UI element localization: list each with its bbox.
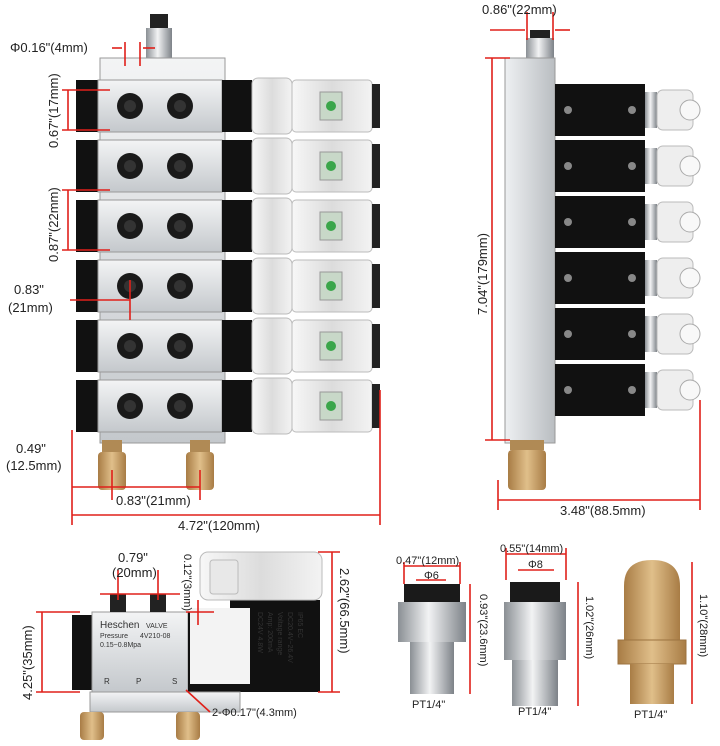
total-width-label: 4.72"(120mm) xyxy=(178,518,260,533)
valve-body xyxy=(91,611,189,693)
muffler-offset-mm-label: (12.5mm) xyxy=(6,458,62,473)
fitting2-dia: 0.55"(14mm) xyxy=(500,543,563,555)
fitting1-height: 0.93"(23.6mm) xyxy=(477,594,489,666)
valve-unit xyxy=(76,137,380,195)
valve-port-spacing-in: 0.79" xyxy=(118,550,148,565)
single-valve-view: Heschen VALVE Pressure 4V210-08 0.15~0.8… xyxy=(20,550,352,740)
manifold-side-view: 0.86"(22mm) 7.04"(179mm) 3.48"(88.5mm) xyxy=(475,2,701,518)
side-valve-unit xyxy=(555,84,701,136)
side-height-label: 7.04"(179mm) xyxy=(475,233,490,315)
side-top-label: 0.86"(22mm) xyxy=(482,2,557,17)
valve-word: VALVE xyxy=(146,623,168,630)
muffler-spacing-label: 0.83"(21mm) xyxy=(116,493,191,508)
mufflers xyxy=(98,440,214,490)
port-mark-p: P xyxy=(136,677,141,686)
muffler-offset-in-label: 0.49" xyxy=(16,441,46,456)
coil-line-3: Voltage range xyxy=(276,612,283,655)
side-valve-unit xyxy=(555,252,701,304)
valve-height2-label: 2.62"(66.5mm) xyxy=(337,568,352,654)
valve-stack xyxy=(76,77,380,435)
brass-muffler: 1.10"(28mm) PT1/4" xyxy=(617,560,709,721)
valve-unit xyxy=(76,377,380,435)
muffler-height: 1.10"(28mm) xyxy=(697,594,709,657)
side-depth-label: 3.48"(88.5mm) xyxy=(560,503,646,518)
valve-unit xyxy=(76,257,380,315)
fitting-6mm: 0.47"(12mm) Φ6 0.93"(23.6mm) PT1/4" xyxy=(396,555,489,711)
valve-pitch-label: 0.87"(22mm) xyxy=(46,187,61,262)
side-manifold-body xyxy=(504,57,556,444)
fitting2-height: 1.02"(26mm) xyxy=(583,596,595,659)
valve-unit xyxy=(76,317,380,375)
valve-unit xyxy=(76,77,380,135)
valve-brand: Heschen xyxy=(100,620,139,631)
fitting1-tube: Φ6 xyxy=(424,570,439,582)
valve-small-dim: 0.12"(3mm) xyxy=(181,554,193,611)
manifold-front-view: Φ0.16"(4mm) 0.67"(17mm) 0.87"(22mm) 0.83… xyxy=(6,14,381,533)
valve-width-label: 4.25"(35mm) xyxy=(20,625,35,700)
side-valve-unit xyxy=(555,308,701,360)
fitting1-thread: PT1/4" xyxy=(412,699,445,711)
port-diameter-label: Φ0.16"(4mm) xyxy=(10,40,88,55)
front-dimension-lines xyxy=(62,42,381,525)
top-push-fitting xyxy=(150,14,168,28)
port-mark-s: S xyxy=(172,677,177,686)
valve-pressure: 0.15~0.8Mpa xyxy=(100,642,141,649)
valve-pressure-label: Pressure xyxy=(100,633,128,640)
port-spacing-mm-label: (21mm) xyxy=(8,300,53,315)
side-valve-unit xyxy=(555,364,701,416)
port-spacing-in-label: 0.83" xyxy=(14,282,44,297)
coil-line-2: Amp: 200mA xyxy=(266,612,273,653)
coil-line-5: IP65 EC xyxy=(296,612,303,638)
coil-label-plate xyxy=(190,608,250,684)
coil-line-1: DC24V 4.8W xyxy=(256,612,263,653)
valve-mount-holes: 2-Φ0.17"(4.3mm) xyxy=(212,707,297,719)
valve-unit xyxy=(76,197,380,255)
fitting2-thread: PT1/4" xyxy=(518,706,551,718)
fitting2-tube: Φ8 xyxy=(528,559,543,571)
side-valve-unit xyxy=(555,140,701,192)
coil-line-4: DC20.4V~26.4V xyxy=(286,612,293,663)
valve-model: 4V210-08 xyxy=(140,633,170,640)
valve-port-spacing-mm: (20mm) xyxy=(112,565,157,580)
fitting1-dia: 0.47"(12mm) xyxy=(396,555,459,567)
valve-height-label: 0.67"(17mm) xyxy=(46,73,61,148)
port-mark-r: R xyxy=(104,677,110,686)
fitting-8mm: 0.55"(14mm) Φ8 1.02"(26mm) PT1/4" xyxy=(500,543,595,718)
muffler-thread: PT1/4" xyxy=(634,709,667,721)
side-valve-unit xyxy=(555,196,701,248)
side-valve-stack xyxy=(555,84,701,416)
